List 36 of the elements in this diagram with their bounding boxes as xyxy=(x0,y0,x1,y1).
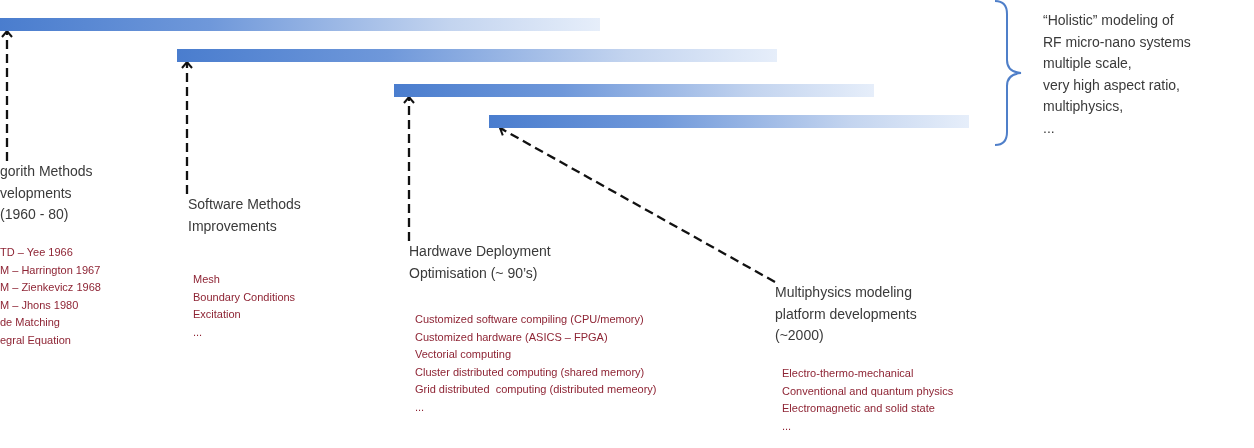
list-item: TD – Yee 1966 xyxy=(0,245,73,260)
list-item: ... xyxy=(782,418,792,434)
dashed-arrow xyxy=(1,30,13,161)
timeline-bar xyxy=(394,84,874,97)
list-item: Cluster distributed computing (shared memory) xyxy=(415,364,645,380)
heading-text: Software Methods Improvements xyxy=(188,194,318,237)
dashed-arrow xyxy=(403,96,415,241)
note-text: ... xyxy=(1043,118,1056,138)
list-item: Boundary Conditions xyxy=(193,289,296,305)
list-item: M – Zienkevicz 1968 xyxy=(0,280,101,295)
list-item: Mesh xyxy=(193,272,220,287)
timeline-bar xyxy=(489,115,969,128)
heading-text: Multiphysics modeling platform developments (~2000) xyxy=(775,282,940,347)
list-item: Excitation xyxy=(193,307,241,322)
heading-text: gorith Methods velopments (1960 - 80) xyxy=(0,161,106,226)
note-text: multiphysics, xyxy=(1043,97,1125,116)
timeline-bar xyxy=(0,18,600,31)
list-item: Electromagnetic and solid state xyxy=(782,401,935,416)
list-item: Customized software compiling (CPU/memory) xyxy=(415,312,644,327)
heading-text: Hardwave Deployment Optimisation (~ 90’s) xyxy=(409,241,574,284)
list-item: ... xyxy=(415,399,425,415)
list-item: M – Harrington 1967 xyxy=(0,262,101,278)
list-item: Electro-thermo-mechanical xyxy=(782,366,914,381)
list-item: Conventional and quantum physics xyxy=(782,383,954,399)
list-item: egral Equation xyxy=(0,332,71,348)
list-item: de Matching xyxy=(0,315,60,330)
timeline-bar xyxy=(177,49,777,62)
dashed-arrow xyxy=(499,125,776,283)
note-text: multiple scale, xyxy=(1043,54,1133,73)
list-item: M – Jhons 1980 xyxy=(0,297,79,313)
list-item: Grid distributed computing (distributed memeory) xyxy=(415,382,657,397)
note-text: very high aspect ratio, xyxy=(1043,75,1181,95)
dashed-arrow xyxy=(181,61,193,194)
list-item: ... xyxy=(193,324,203,340)
list-item: Vectorial computing xyxy=(415,347,511,362)
list-item: Customized hardware (ASICS – FPGA) xyxy=(415,329,608,345)
